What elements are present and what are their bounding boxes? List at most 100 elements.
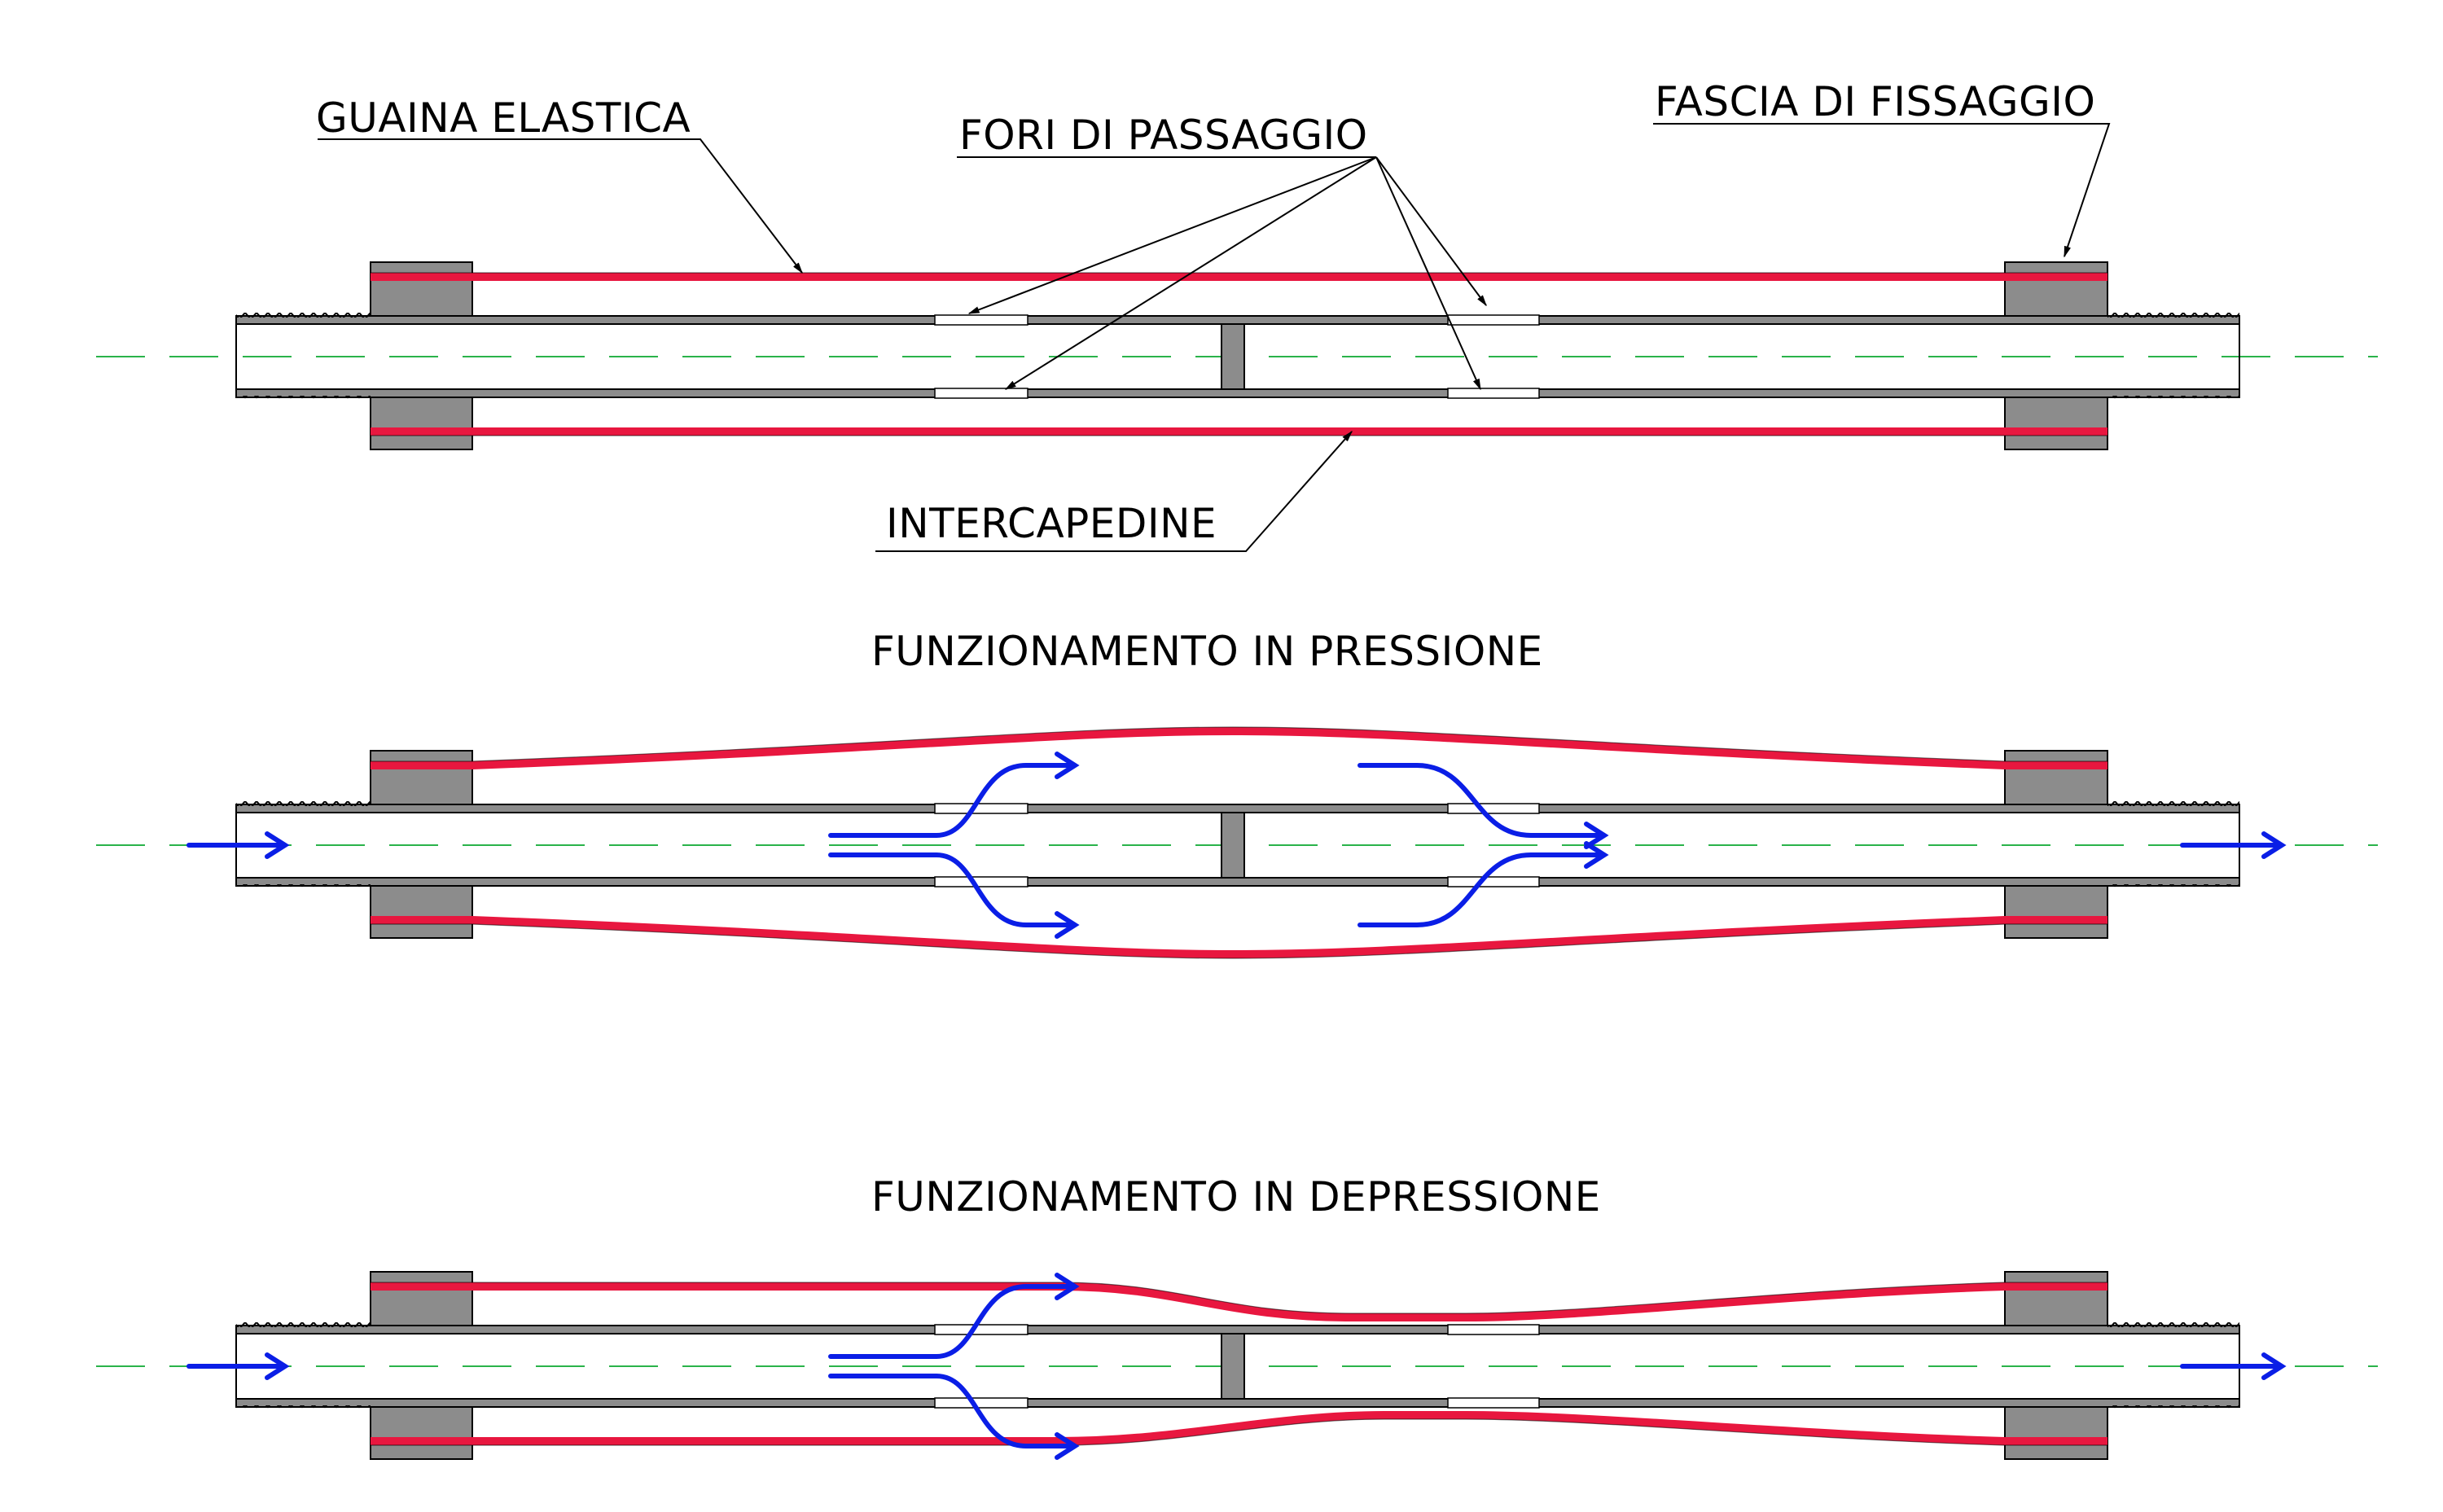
thread-right-bottom	[2107, 1405, 2239, 1413]
clamps	[370, 1271, 2108, 1460]
clamp-left-bottom	[370, 885, 473, 939]
label-fascia-di-fissaggio: FASCIA DI FISSAGGIO	[1655, 78, 2095, 125]
tube-bottom-wall	[235, 877, 2240, 887]
tube-top-wall	[235, 1325, 2240, 1335]
assembly-depression	[96, 1271, 2378, 1460]
clamp-left-top	[370, 750, 473, 805]
sheath-outline	[371, 1282, 2107, 1446]
leader-intercapedine	[875, 430, 1353, 552]
leader-fori-4	[1375, 156, 1481, 391]
clamp-right-bottom	[2004, 885, 2108, 939]
title-pressione: FUNZIONAMENTO IN PRESSIONE	[871, 628, 1543, 675]
thread-left-bottom	[236, 396, 371, 404]
tube-group	[235, 309, 2240, 404]
clamp-left-top	[370, 261, 473, 317]
label-intercapedine: INTERCAPEDINE	[886, 500, 1217, 547]
tube-top-wall	[235, 315, 2240, 325]
tube-group	[235, 798, 2240, 892]
clamp-left-bottom	[370, 397, 473, 450]
hole-bottom-1	[1447, 388, 1540, 399]
flow-head	[265, 831, 290, 859]
sheath	[371, 1282, 2107, 1445]
flow-head	[1055, 752, 1080, 779]
hole-top-0	[934, 803, 1029, 814]
thread-left-bottom	[236, 884, 371, 892]
hole-top-1	[1447, 314, 1540, 326]
leader-lines	[318, 123, 2111, 552]
leader-fascia	[1653, 123, 2111, 258]
leader-fori-1	[967, 156, 1377, 314]
label-guaina-elastica: GUAINA ELASTICA	[316, 94, 691, 142]
central-plug	[1221, 1333, 1245, 1400]
flow-head	[1055, 1432, 1080, 1460]
hole-bottom-1	[1447, 1397, 1540, 1409]
flow-head	[1584, 841, 1609, 869]
hole-top-1	[1447, 1324, 1540, 1335]
central-plug	[1221, 812, 1245, 879]
flow-head	[265, 1352, 290, 1380]
leader-fori-2	[1004, 156, 1377, 390]
clamp-right-top	[2004, 1271, 2108, 1326]
tube-bottom-wall	[235, 388, 2240, 398]
sheath-bottom	[371, 1411, 2107, 1445]
flow-head	[1055, 911, 1080, 939]
clamp-right-top	[2004, 261, 2108, 317]
clamps	[370, 261, 2108, 450]
thread-left-bottom	[236, 1405, 371, 1413]
central-plug	[1221, 323, 1245, 390]
sheath-outline	[371, 726, 2107, 959]
flow-split-down	[828, 1374, 1076, 1448]
thread-left-top	[236, 798, 371, 806]
hole-bottom-1	[1447, 876, 1540, 887]
flow-arrows	[186, 752, 2287, 939]
flow-arrows	[186, 1273, 2287, 1460]
flow-head	[2261, 831, 2287, 859]
thread-right-top	[2107, 309, 2239, 318]
assembly-pressure	[96, 726, 2378, 959]
flow-split-up	[828, 763, 1076, 838]
thread-right-top	[2107, 1319, 2239, 1327]
clamp-left-top	[370, 1271, 473, 1326]
clamp-left-bottom	[370, 1406, 473, 1460]
title-depressione: FUNZIONAMENTO IN DEPRESSIONE	[871, 1173, 1601, 1221]
hole-top-0	[934, 1324, 1029, 1335]
hole-top-0	[934, 314, 1029, 326]
thread-left-top	[236, 309, 371, 318]
tube-top-wall	[235, 804, 2240, 813]
sheath-bottom	[371, 916, 2107, 959]
hole-bottom-0	[934, 388, 1029, 399]
clamp-right-bottom	[2004, 1406, 2108, 1460]
flow-split-down	[828, 852, 1076, 927]
sheath-top-edge	[371, 1282, 2107, 1314]
tube-group	[235, 1319, 2240, 1413]
flow-head	[2261, 1352, 2287, 1380]
sheath	[371, 726, 2107, 959]
thread-right-bottom	[2107, 396, 2239, 404]
hole-bottom-0	[934, 1397, 1029, 1409]
clamp-right-top	[2004, 750, 2108, 805]
leader-guaina	[318, 138, 803, 274]
flow-head	[1584, 822, 1609, 849]
leader-fori-3	[1375, 156, 1487, 307]
flow-merge-bottom	[1357, 852, 1605, 927]
clamp-right-bottom	[2004, 397, 2108, 450]
sheath-bottom-edge	[371, 1418, 2107, 1446]
sheath-top-edge	[371, 726, 2107, 762]
flow-head	[1055, 1273, 1080, 1300]
assembly-labeled	[96, 261, 2378, 450]
sheath	[371, 273, 2107, 436]
sheath-outline	[371, 272, 2107, 436]
flow-split-up	[828, 1284, 1076, 1359]
hole-bottom-0	[934, 876, 1029, 887]
sheath-top	[371, 1282, 2107, 1321]
sheath-top	[371, 726, 2107, 769]
label-fori-di-passaggio: FORI DI PASSAGGIO	[959, 112, 1368, 159]
hole-top-1	[1447, 803, 1540, 814]
flow-merge-top	[1357, 763, 1605, 838]
tube-bottom-wall	[235, 1398, 2240, 1408]
clamps	[370, 750, 2108, 939]
sheath-bottom-edge	[371, 923, 2107, 959]
thread-right-bottom	[2107, 884, 2239, 892]
